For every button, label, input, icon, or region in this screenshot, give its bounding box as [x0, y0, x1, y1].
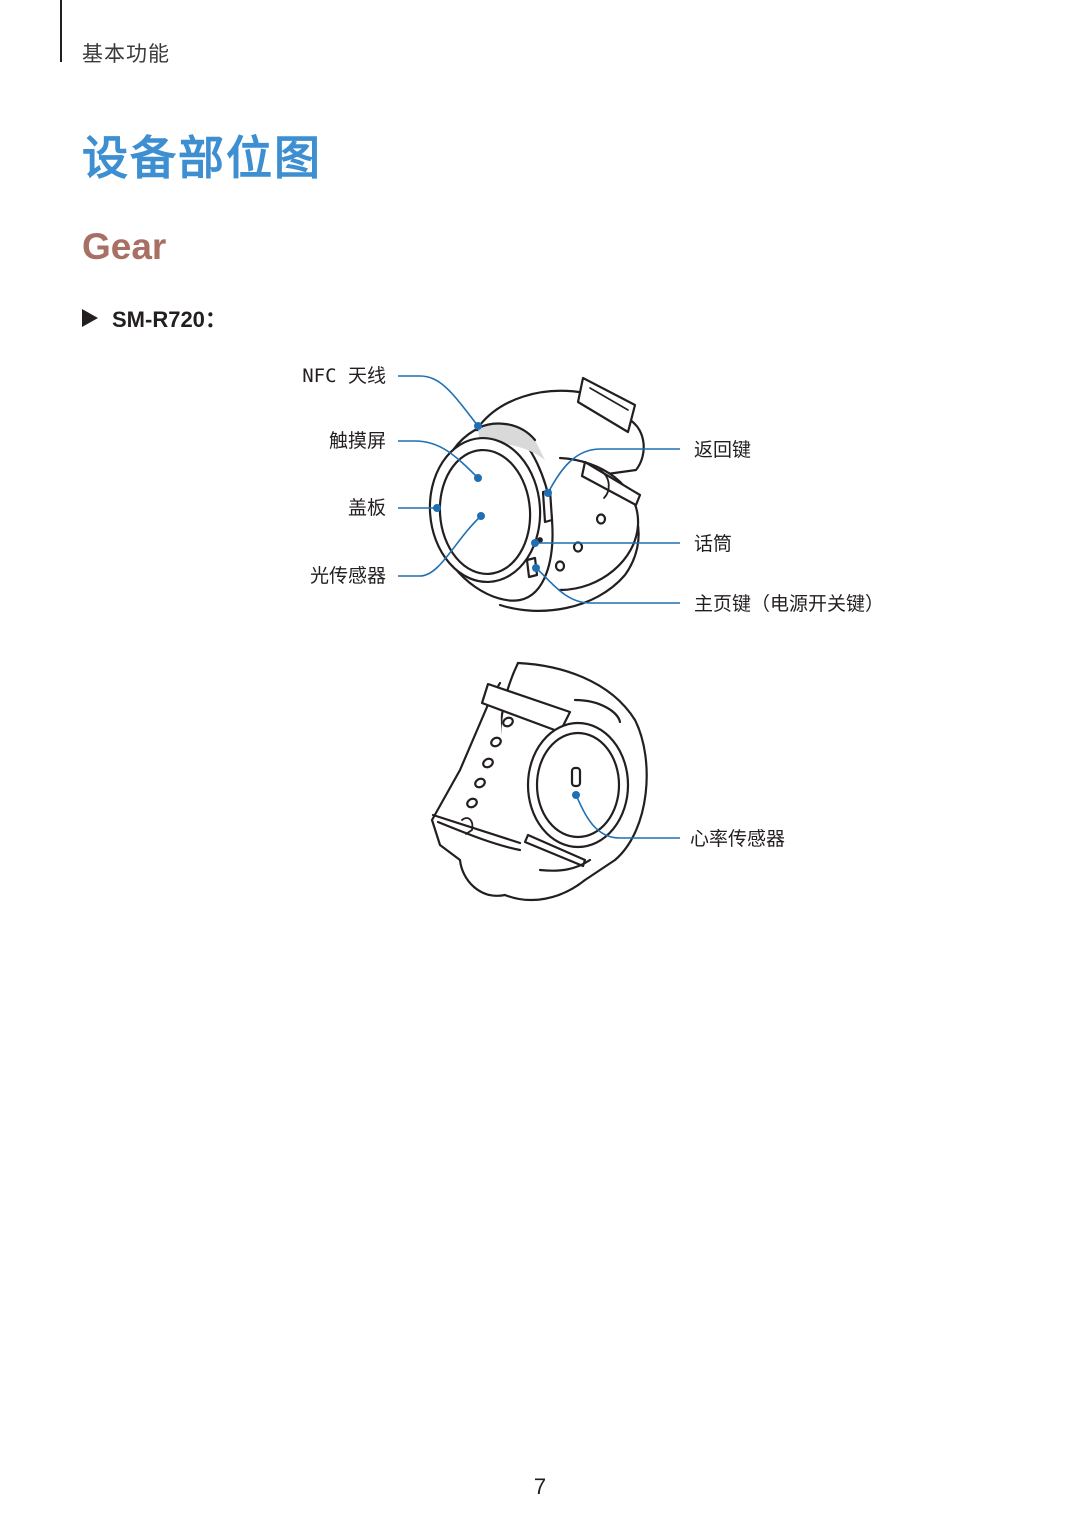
sub-title: Gear: [82, 226, 167, 267]
label-microphone: 话筒: [694, 533, 732, 555]
front-watch-illustration: [428, 376, 645, 612]
leader-lines: [398, 375, 680, 839]
header-rule: [60, 0, 62, 62]
label-light-sensor: 光传感器: [310, 565, 386, 587]
label-touch-screen: 触摸屏: [329, 430, 386, 452]
triangle-bullet-icon: [82, 309, 98, 327]
label-home-key: 主页键（电源开关键）: [694, 593, 884, 615]
label-back-key: 返回键: [694, 439, 751, 461]
leader-dots: [433, 422, 580, 799]
section-label: 基本功能: [82, 42, 170, 66]
device-layout-figure: NFC 天线 触摸屏 盖板 光传感器 返回键 话筒 主页键（电源开关键） 心率传…: [302, 365, 884, 902]
page-number: 7: [533, 1474, 547, 1499]
label-bezel: 盖板: [348, 497, 386, 519]
model-name: SM-R720：: [112, 307, 227, 332]
back-watch-illustration: [430, 661, 648, 902]
model-heading: SM-R720：: [82, 302, 227, 334]
page-title: 设备部位图: [82, 131, 322, 185]
label-heart-rate-sensor: 心率传感器: [690, 828, 785, 850]
label-nfc-antenna: NFC 天线: [302, 365, 386, 387]
